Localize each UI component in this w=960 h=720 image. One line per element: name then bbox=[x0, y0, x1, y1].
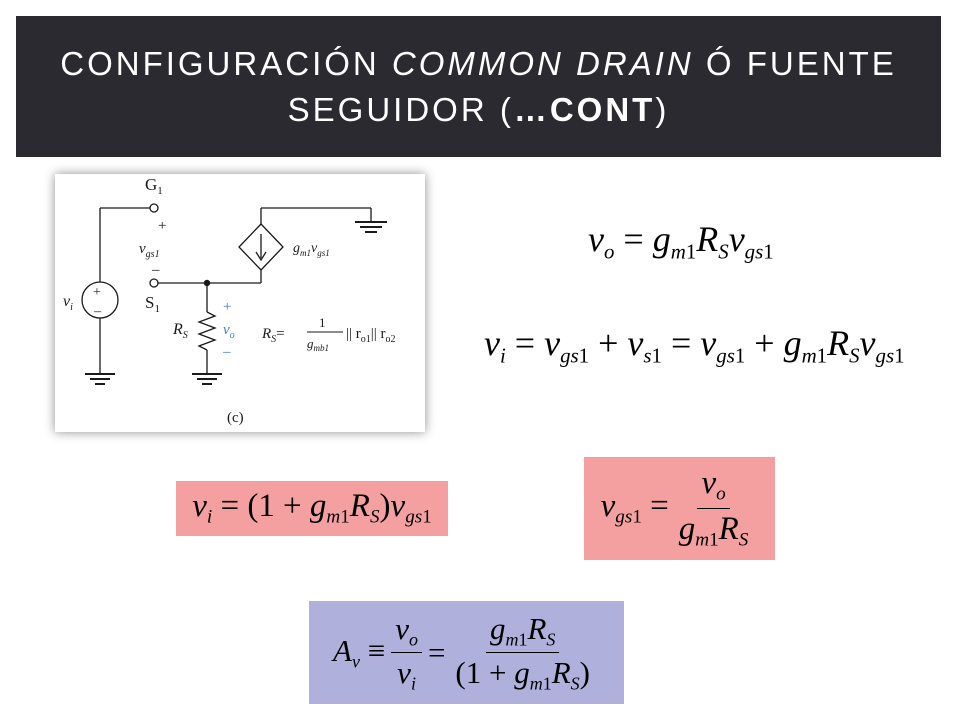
rs-eq-lhs: RS= bbox=[261, 326, 285, 345]
vi-label: vi bbox=[63, 293, 73, 313]
equation-vgs: vgs1 = vo gm1RS bbox=[600, 465, 749, 551]
rs-eq-den: gmb1 bbox=[307, 336, 329, 353]
equation-box-vgs: vgs1 = vo gm1RS bbox=[584, 457, 775, 560]
title-text-5: ) bbox=[655, 90, 670, 128]
circuit-svg: + – vi G1 + vgs1 – S1 gm1vgs1 RS + vo – … bbox=[63, 175, 396, 426]
vo-minus: – bbox=[222, 344, 231, 360]
rs-label: RS bbox=[172, 321, 188, 341]
circuit-diagram: + – vi G1 + vgs1 – S1 gm1vgs1 RS + vo – … bbox=[55, 174, 425, 432]
gate-label: G1 bbox=[145, 175, 163, 197]
rs-eq-num: 1 bbox=[319, 315, 326, 330]
vsource-minus: – bbox=[93, 304, 102, 319]
equation-gain: Av ≡ vo vi = gm1RS (1 + gm1RS) bbox=[333, 610, 590, 694]
vo-plus: + bbox=[223, 299, 231, 315]
equation-vo: vo = gm1RSvgs1 bbox=[588, 219, 774, 264]
source-label: S1 bbox=[145, 293, 160, 315]
vgs-plus: + bbox=[158, 218, 166, 234]
title-text-4: …CONT bbox=[513, 90, 656, 128]
dep-source-label: gm1vgs1 bbox=[293, 241, 330, 258]
equation-vi-factored: vi = (1 + gm1RS)vgs1 bbox=[192, 488, 432, 528]
equation-box-gain: Av ≡ vo vi = gm1RS (1 + gm1RS) bbox=[309, 601, 624, 704]
title-text-1: CONFIGURACIÓN bbox=[60, 44, 392, 82]
vgs-label: vgs1 bbox=[139, 241, 160, 260]
slide-title: CONFIGURACIÓN COMMON DRAIN Ó FUENTE SEGU… bbox=[60, 41, 897, 133]
equation-box-vi-factored: vi = (1 + gm1RS)vgs1 bbox=[176, 481, 448, 536]
title-text-3: SEGUIDOR ( bbox=[287, 90, 514, 128]
dependent-source-diamond bbox=[238, 223, 284, 271]
title-bar: CONFIGURACIÓN COMMON DRAIN Ó FUENTE SEGU… bbox=[16, 16, 941, 157]
title-text-italic: COMMON DRAIN bbox=[391, 44, 694, 82]
equation-vi: vi = vgs1 + vs1 = vgs1 + gm1RSvgs1 bbox=[484, 323, 905, 368]
rs-eq-par: || ro1|| ro2 bbox=[346, 326, 396, 345]
title-text-2: Ó FUENTE bbox=[693, 44, 897, 82]
vgs-minus: – bbox=[151, 262, 160, 278]
vsource-plus: + bbox=[93, 285, 101, 300]
circuit-caption: (c) bbox=[227, 410, 244, 426]
vo-label: vo bbox=[223, 322, 235, 341]
